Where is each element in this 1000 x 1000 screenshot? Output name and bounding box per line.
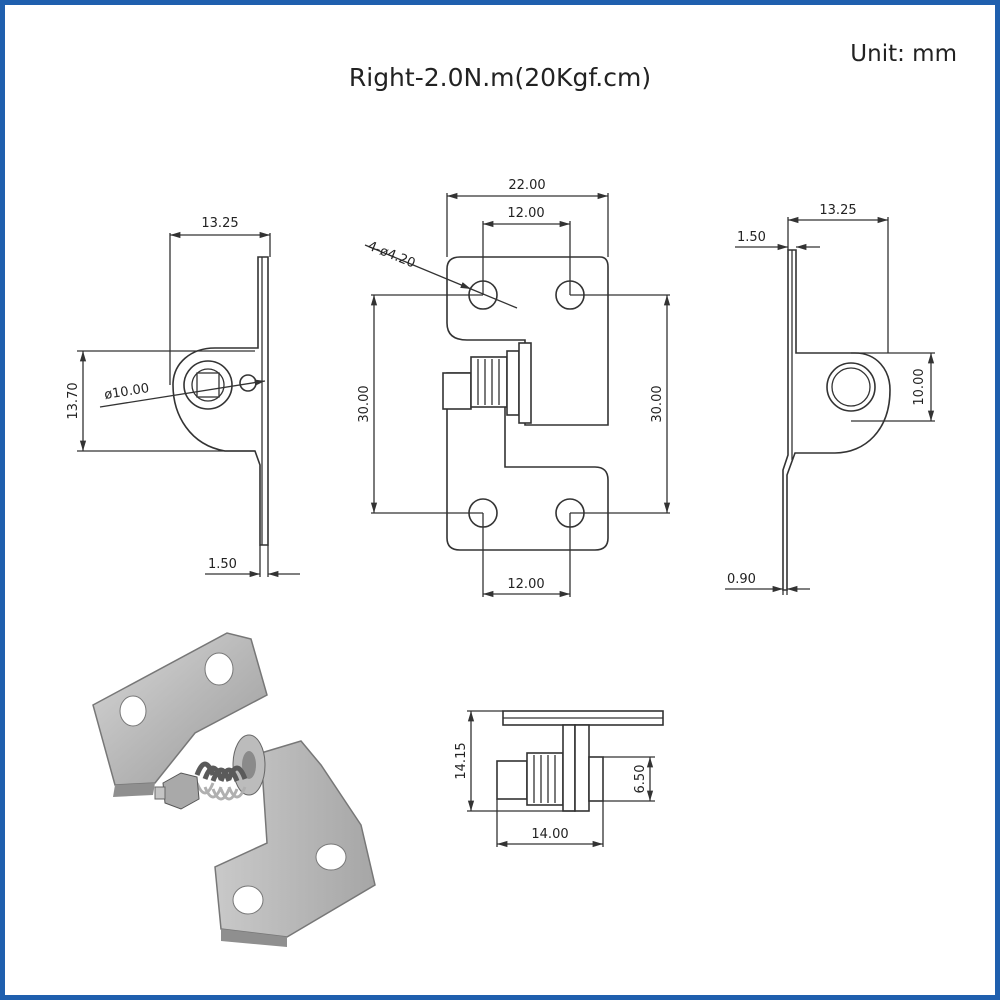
- front-view: 22.00 12.00 4-ø4.20 30.00 30.00 12.00: [357, 178, 671, 598]
- unit-label: Unit: mm: [850, 41, 957, 67]
- figure-title: Right-2.0N.m(20Kgf.cm): [348, 63, 652, 92]
- dim-front-height-left: 30.00: [357, 385, 372, 422]
- dim-front-top-spacing: 12.00: [507, 206, 544, 221]
- dim-right-thick-top: 1.50: [737, 230, 766, 245]
- dim-front-height-right: 30.00: [650, 385, 665, 422]
- drawing-canvas: 13.25 13.70 ø10.00 1.50: [66, 178, 935, 947]
- dim-front-bottom-spacing: 12.00: [507, 577, 544, 592]
- dim-right-width: 13.25: [819, 203, 856, 218]
- nut: [496, 760, 528, 800]
- dim-bottom-width: 14.00: [531, 827, 568, 842]
- spring: [526, 752, 564, 806]
- dim-right-height: 10.00: [912, 368, 927, 405]
- dim-bottom-height: 14.15: [454, 742, 469, 779]
- right-side-view: 13.25 1.50 10.00 0.90: [725, 203, 935, 595]
- bottom-view: 14.15 14.00 6.50: [454, 710, 664, 848]
- dim-bottom-dia: 6.50: [633, 765, 648, 794]
- dim-right-thick-bottom: 0.90: [727, 572, 756, 587]
- hinge-photo: [92, 632, 376, 947]
- dim-left-height: 13.70: [66, 382, 81, 419]
- spring: [470, 356, 508, 408]
- washer: [506, 350, 520, 416]
- dim-left-thick: 1.50: [208, 557, 237, 572]
- dim-front-width: 22.00: [508, 178, 545, 193]
- nut: [442, 372, 472, 410]
- left-side-view: 13.25 13.70 ø10.00 1.50: [66, 216, 300, 578]
- dim-front-hole: 4-ø4.20: [366, 239, 418, 272]
- dim-left-dia: ø10.00: [103, 381, 150, 403]
- dim-left-width: 13.25: [201, 216, 238, 231]
